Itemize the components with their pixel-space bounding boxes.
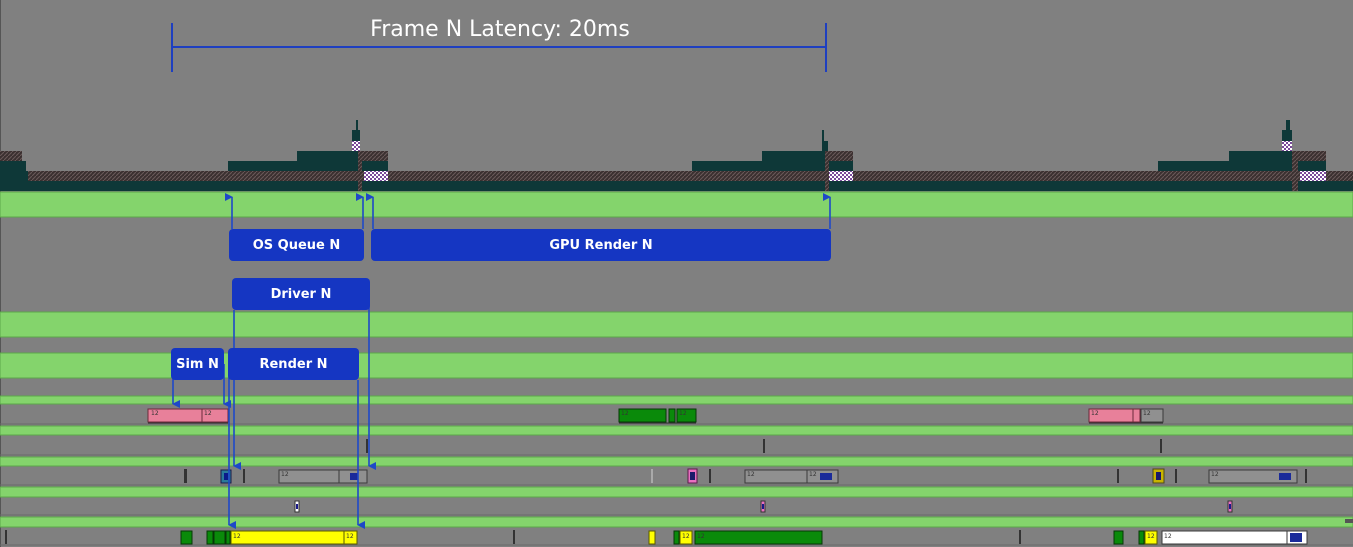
lane-separators xyxy=(0,423,1353,546)
latency-bracket xyxy=(171,23,827,72)
os-queue-box: OS Queue N xyxy=(229,229,364,261)
packet-label: 12 xyxy=(281,471,289,478)
packet-label: 12 xyxy=(679,410,687,417)
driver-box: Driver N xyxy=(232,278,370,310)
packet-label: 12 xyxy=(697,533,705,540)
driver-packets xyxy=(220,468,1298,484)
gpu-queue-band xyxy=(0,120,1353,191)
event-markers xyxy=(294,500,1233,513)
packet-label: 12 xyxy=(1211,471,1219,478)
packet-label: 12 xyxy=(809,471,817,478)
thread-lanes xyxy=(0,191,1353,528)
packet-label: 12 xyxy=(1091,410,1099,417)
packet-label: 12 xyxy=(682,533,690,540)
packet-label: 12 xyxy=(1164,533,1172,540)
packet-label: 12 xyxy=(747,471,755,478)
packet-label: 12 xyxy=(233,533,241,540)
gpu-render-box: GPU Render N xyxy=(371,229,831,261)
packet-label: 12 xyxy=(204,410,212,417)
render-box: Render N xyxy=(228,348,359,380)
packet-label: 12 xyxy=(346,533,354,540)
render-packets xyxy=(180,530,1308,545)
packet-label: 12 xyxy=(1147,533,1155,540)
packet-label: 12 xyxy=(1143,410,1151,417)
flow-arrows xyxy=(172,193,831,529)
sim-packets xyxy=(147,408,1164,424)
latency-title: Frame N Latency: 20ms xyxy=(370,17,630,42)
tick-markers xyxy=(5,439,1353,544)
packet-label: 12 xyxy=(151,410,159,417)
sim-box: Sim N xyxy=(171,348,224,380)
packet-label: 12 xyxy=(621,410,629,417)
